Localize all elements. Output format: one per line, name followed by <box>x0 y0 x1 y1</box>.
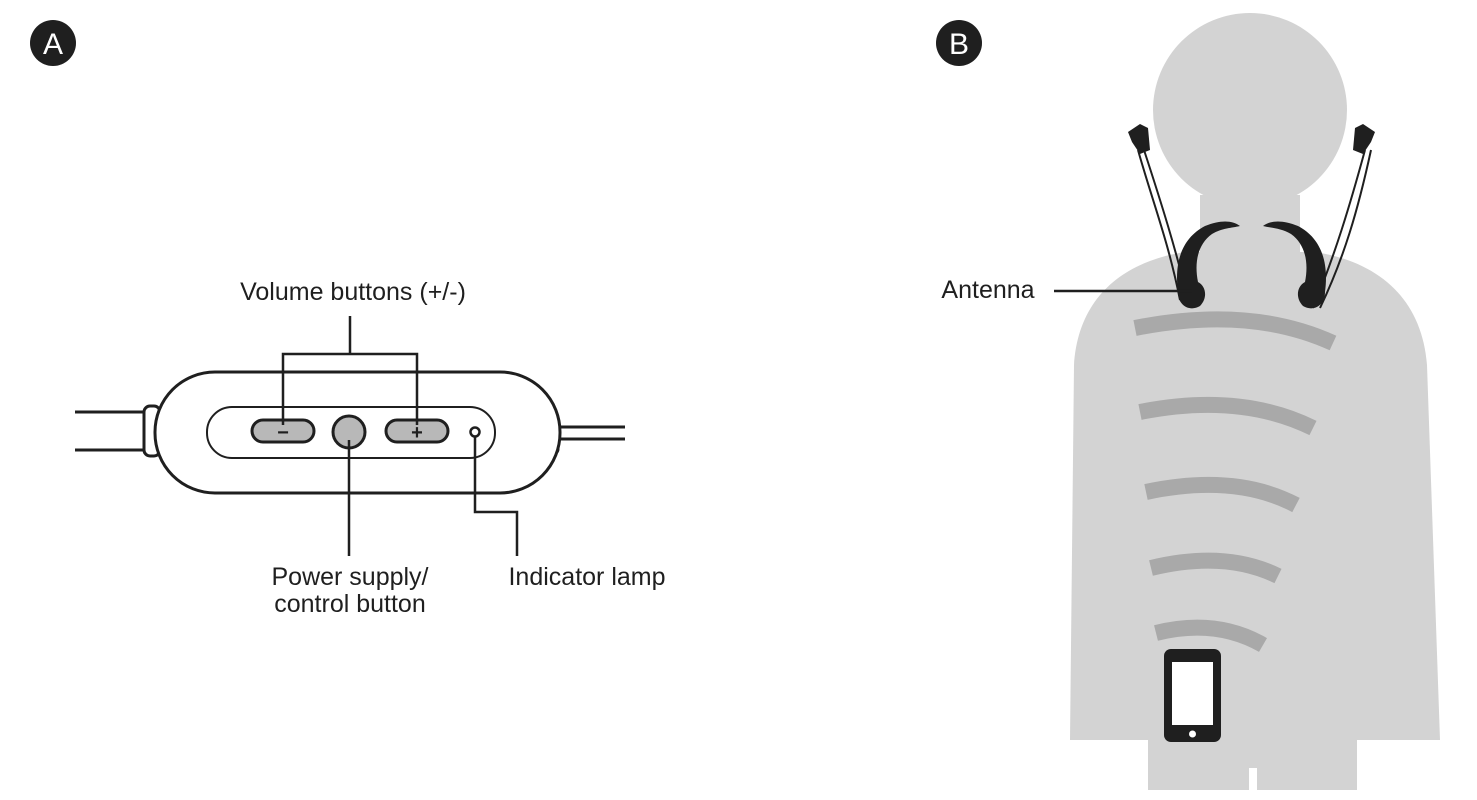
volume-buttons-label: Volume buttons (+/-) <box>240 278 466 306</box>
indicator-lamp-label: Indicator lamp <box>508 563 665 591</box>
power-button-label-line2: control button <box>274 590 426 618</box>
indicator-lamp <box>469 426 481 438</box>
signal-waves <box>1133 311 1337 653</box>
neckband-antenna <box>1177 221 1326 309</box>
panel-b: B <box>936 13 1440 800</box>
badge-b <box>936 20 982 66</box>
badge-b-label: B <box>949 28 969 61</box>
earbud-left-icon <box>1128 124 1150 154</box>
indicator-leader-line <box>473 437 519 556</box>
earbud-right-icon <box>1353 124 1375 154</box>
cable-right <box>555 425 625 441</box>
badge-a-label: A <box>43 28 63 61</box>
badge-a <box>30 20 76 66</box>
power-button-label-line1: Power supply/ <box>271 563 428 591</box>
person-silhouette <box>1070 13 1440 790</box>
antenna-label: Antenna <box>941 276 1034 304</box>
volume-plus-icon: + <box>411 422 423 444</box>
panel-a: A − + <box>30 20 666 618</box>
leg-gap <box>1249 768 1257 800</box>
volume-minus-icon: − <box>277 422 289 444</box>
cable-left <box>75 410 150 452</box>
smartphone-icon <box>1164 649 1221 742</box>
volume-leader-lines <box>281 316 419 425</box>
earphone-cords <box>1137 149 1372 309</box>
